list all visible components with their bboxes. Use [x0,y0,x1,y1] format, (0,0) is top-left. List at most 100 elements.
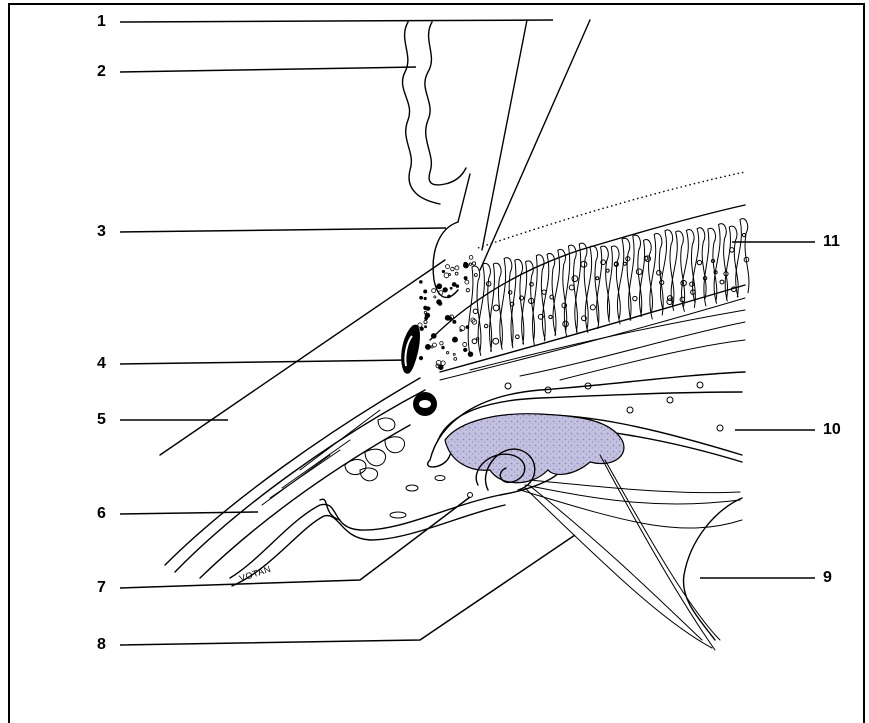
granule [452,337,457,342]
granule [420,327,423,330]
granule [444,273,449,278]
granule [419,356,422,359]
tissue-dot [627,407,633,413]
fiber [282,440,350,488]
gland-cell [484,324,487,327]
gland-cell [720,280,724,284]
granule [472,262,475,265]
fascicle [365,449,386,466]
gland-cell [569,285,574,290]
gland-cell [472,339,477,344]
leader-line-6 [120,512,258,514]
label-11: 11 [823,234,840,250]
label-9: 9 [823,570,832,586]
muscle-fibers [520,455,742,650]
fascicle [345,460,366,475]
granule [425,326,427,328]
granule [425,344,430,349]
granule [456,285,459,288]
granule [453,353,455,355]
gland-cell [493,305,499,311]
gland-cell [590,305,595,310]
granule [466,289,469,292]
gland-lobules [468,219,749,356]
granule [424,311,426,313]
tissue-dot [435,476,445,481]
vessel-lumen-inner [419,400,431,408]
granule [448,274,450,276]
granule [453,320,456,323]
fiber [530,486,702,640]
tissue-dot [406,485,418,491]
fiber [530,480,740,493]
granule [431,333,436,338]
gland-lobule [468,266,481,356]
granule [426,307,430,311]
gland-cell [742,233,745,236]
muscle-edge [683,498,742,640]
granule [465,280,469,284]
granule [455,266,459,270]
granule [474,273,477,276]
fascicle [385,437,405,453]
granule [450,287,452,289]
gland-cell [549,315,552,318]
granule [424,320,427,323]
granule [451,267,454,270]
tissue-dot [505,383,511,389]
gland-cell [515,335,519,339]
granule [466,326,469,329]
granule [446,265,450,269]
contour-line [165,378,420,565]
tissue-dot [717,425,723,431]
granule [425,317,428,320]
fascicles [262,410,405,505]
granule [464,348,467,351]
granule [446,352,448,354]
tissue-dot [468,493,473,498]
duct-opening [401,325,420,374]
fascicle [378,418,395,431]
gland-lobule [585,246,599,333]
gland-cell [596,277,599,280]
fold-lip [458,174,470,222]
granule [469,256,473,260]
granule [440,342,443,345]
granule [418,323,422,327]
gland-cell [633,296,637,300]
leader-line-7 [120,497,470,588]
label-8: 8 [97,637,106,653]
granule [442,346,445,349]
granule [420,296,423,299]
leader-line-4 [120,360,408,364]
granule [419,281,422,284]
leader-lines [120,20,815,645]
fiber [525,488,712,648]
label-1: 1 [97,14,106,30]
granule [442,270,444,272]
tissue-dot [390,512,406,518]
leader-line-3 [120,228,446,232]
granule [469,263,471,265]
granule [424,297,426,299]
granule [437,300,442,305]
gland-cell [606,269,609,272]
label-10: 10 [823,422,841,438]
granule [434,296,436,298]
granule [432,289,436,293]
lower-layers [230,372,745,586]
gland-cell [581,261,587,267]
granule [454,357,457,360]
skin-fold [403,22,470,297]
leader-line-2 [120,67,416,72]
gland-cell [697,260,701,264]
gland-cell [508,291,512,295]
label-7: 7 [97,580,106,596]
oblique-contours [160,20,590,578]
gland-cell [473,309,478,314]
granule [468,352,473,357]
granule [463,342,467,346]
granule [448,295,451,298]
contour-line [200,425,410,578]
gland-cell [563,321,569,327]
